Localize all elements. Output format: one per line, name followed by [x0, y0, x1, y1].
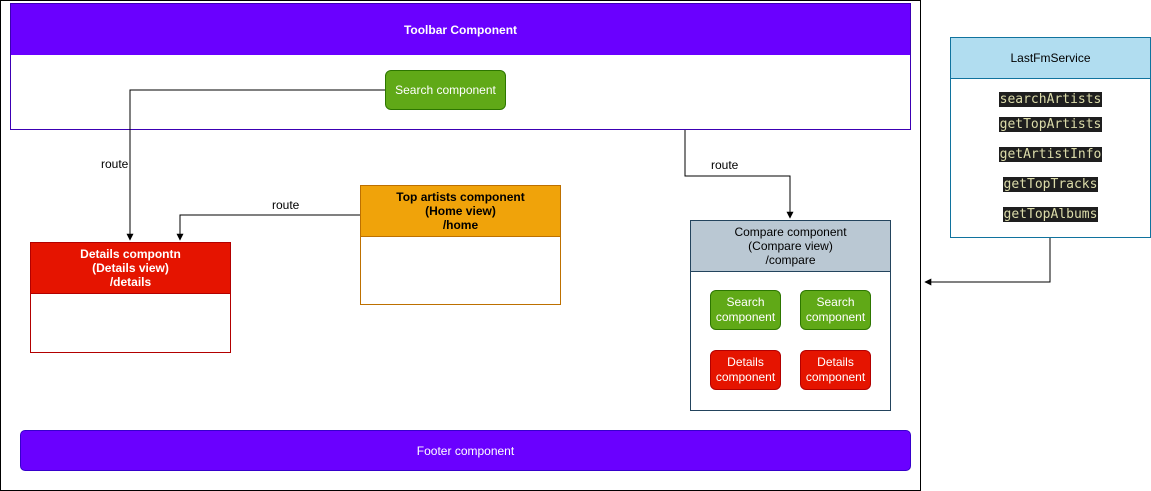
edge-search-to-details — [126, 89, 385, 241]
edge-toolbar-to-compare — [684, 130, 794, 219]
service-title: LastFmService — [951, 38, 1150, 79]
route-label-2: route — [272, 198, 300, 212]
top-artists-view: (Home view) — [425, 204, 496, 218]
method-get-artist-info: getArtistInfo — [998, 147, 1103, 162]
route-label-3: route — [711, 158, 739, 172]
route-label-1: route — [101, 157, 129, 171]
compare-header: Compare component (Compare view) /compar… — [691, 221, 890, 272]
compare-title: Compare component — [734, 225, 847, 239]
compare-details-1-line1: Details — [727, 355, 764, 369]
toolbar-search-component[interactable]: Search component — [385, 70, 506, 110]
top-artists-route: /home — [442, 218, 479, 232]
lastfm-service: LastFmService searchArtists getTopArtist… — [950, 37, 1151, 238]
method-get-top-artists: getTopArtists — [998, 117, 1103, 132]
details-title: Details compontn — [80, 247, 181, 261]
method-get-top-tracks: getTopTracks — [1002, 177, 1099, 192]
compare-details-1-line2: component — [715, 370, 776, 384]
toolbar-title: Toolbar Component — [11, 4, 910, 55]
compare-search-1-line1: Search — [726, 295, 765, 309]
edge-top-to-details — [176, 214, 360, 241]
details-header: Details compontn (Details view) /details — [31, 243, 230, 294]
method-get-top-albums: getTopAlbums — [1002, 207, 1099, 222]
top-artists-component: Top artists component (Home view) /home — [360, 185, 561, 305]
compare-details-2-line1: Details — [817, 355, 854, 369]
footer-component: Footer component — [20, 430, 911, 471]
compare-details-2-line2: component — [805, 370, 866, 384]
edge-service-to-app — [924, 238, 1051, 286]
compare-search-2-line1: Search — [816, 295, 855, 309]
compare-search-1-line2: component — [715, 310, 776, 324]
details-component: Details compontn (Details view) /details — [30, 242, 231, 353]
details-route: /details — [109, 275, 152, 289]
compare-route: /compare — [765, 253, 816, 267]
top-artists-header: Top artists component (Home view) /home — [361, 186, 560, 237]
method-search-artists: searchArtists — [998, 92, 1103, 107]
top-artists-title: Top artists component — [396, 190, 525, 204]
compare-search-2-line2: component — [805, 310, 866, 324]
details-view: (Details view) — [92, 261, 169, 275]
compare-view: (Compare view) — [748, 239, 833, 253]
